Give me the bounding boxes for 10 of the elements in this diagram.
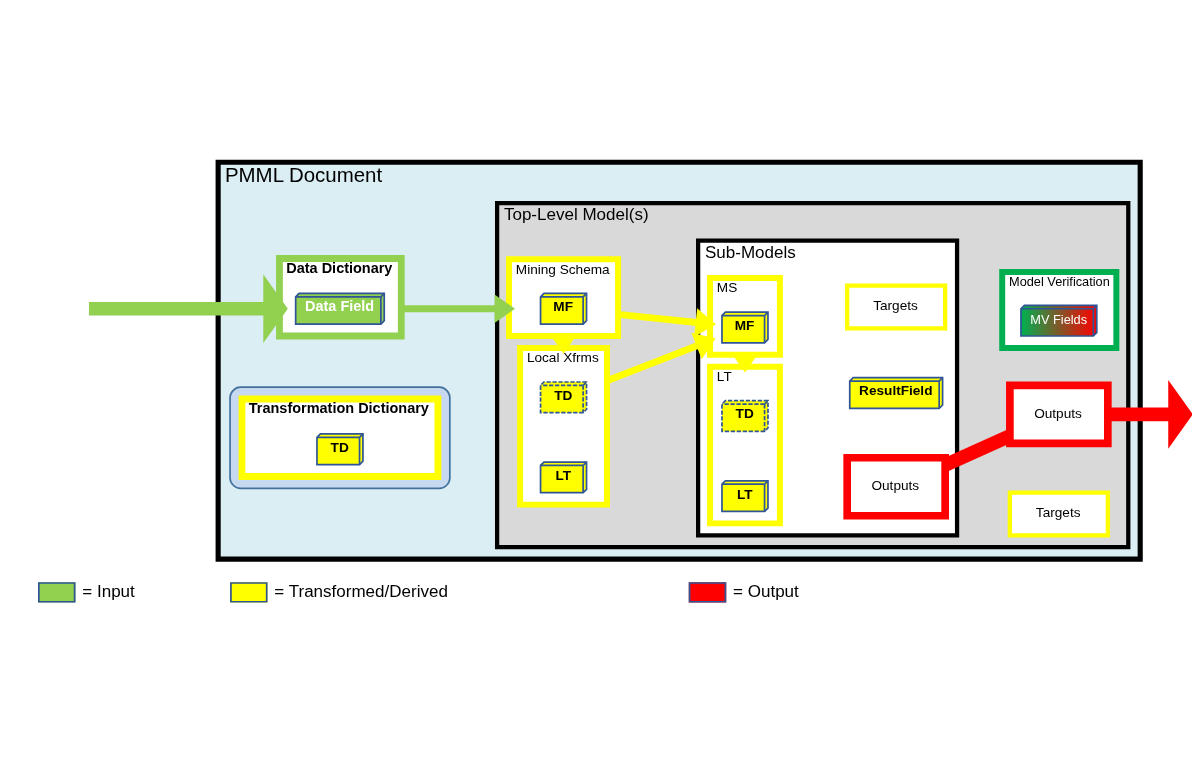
node-box: Outputs (843, 453, 949, 520)
node-box: Targets (845, 283, 948, 331)
legend-label: = Transformed/Derived (274, 581, 448, 601)
node-box: Targets (1007, 490, 1110, 538)
cluster (229, 386, 451, 490)
legend-label: = Output (733, 581, 799, 601)
arrow (401, 294, 515, 324)
node-box: Outputs (1006, 381, 1112, 448)
arrow (88, 274, 288, 344)
legend-label: = Input (82, 581, 135, 601)
